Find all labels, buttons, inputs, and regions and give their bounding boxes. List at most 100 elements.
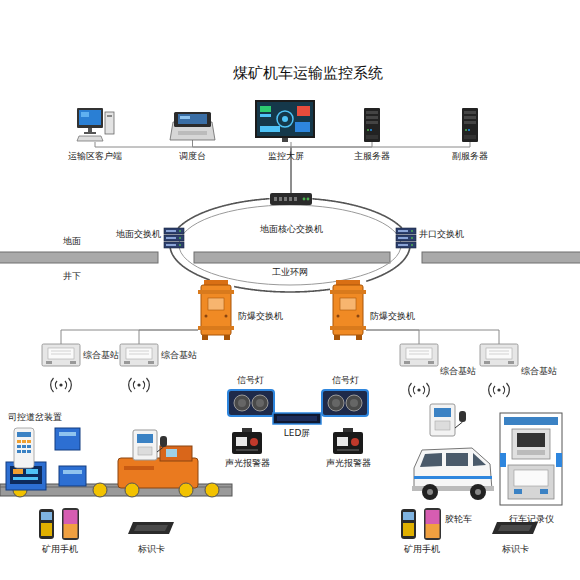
icon-part bbox=[464, 116, 476, 119]
device-icon bbox=[396, 228, 416, 248]
icon-part bbox=[236, 449, 258, 451]
device-node: 标识卡 bbox=[128, 522, 174, 534]
device-label: 监控大屏 bbox=[268, 151, 304, 162]
icon-part bbox=[508, 361, 514, 364]
device-node: 综合基站 bbox=[400, 344, 438, 366]
connector-line bbox=[291, 142, 372, 193]
icon-part bbox=[46, 361, 52, 364]
icon-part bbox=[468, 129, 470, 131]
icon-part bbox=[517, 450, 545, 455]
icon-part bbox=[252, 395, 268, 411]
device-label: 综合基站 bbox=[83, 350, 119, 361]
icon-part bbox=[517, 433, 545, 447]
device-label: 胶轮车 bbox=[445, 514, 472, 525]
icon-part bbox=[351, 438, 359, 446]
icon-part bbox=[282, 138, 288, 142]
icon-part bbox=[403, 523, 414, 536]
device-icon bbox=[42, 344, 80, 366]
icon-part bbox=[297, 106, 310, 116]
icon-part bbox=[198, 290, 234, 294]
icon-part bbox=[81, 112, 89, 117]
onboard-screen bbox=[434, 408, 451, 417]
icon-part bbox=[337, 449, 359, 451]
icon-part bbox=[462, 108, 478, 142]
device-node: 信号灯 bbox=[228, 390, 274, 416]
icon-part bbox=[400, 344, 438, 366]
icon-part bbox=[64, 524, 78, 538]
icon-part bbox=[134, 525, 168, 531]
device-icon bbox=[460, 108, 480, 142]
icon-part bbox=[22, 445, 26, 448]
icon-part bbox=[465, 129, 467, 131]
wireless-symbol bbox=[51, 378, 72, 392]
wireless-symbol bbox=[129, 378, 150, 392]
icon-part bbox=[120, 344, 158, 366]
icon-part bbox=[489, 351, 509, 352]
device-label: 副服务器 bbox=[452, 151, 488, 162]
icon-part bbox=[284, 197, 287, 201]
device-icon bbox=[400, 344, 438, 366]
connector-line bbox=[312, 199, 401, 228]
device-node: 矿用手机 bbox=[400, 508, 444, 540]
device-icon bbox=[412, 440, 494, 502]
icon-part bbox=[124, 361, 130, 364]
icon-part bbox=[17, 440, 21, 443]
device-node: 综合基站 bbox=[120, 344, 158, 366]
icon-part bbox=[14, 428, 34, 468]
wireless-symbol bbox=[489, 383, 510, 397]
icon-part bbox=[540, 489, 548, 494]
device-node: 防爆交换机 bbox=[330, 280, 366, 340]
connector-line bbox=[178, 199, 269, 228]
icon-part bbox=[128, 522, 174, 534]
icon-part bbox=[464, 121, 476, 124]
device-node: 综合基站 bbox=[480, 344, 518, 366]
device-label: 标识卡 bbox=[502, 544, 529, 555]
icon-part bbox=[105, 112, 114, 134]
device-icon bbox=[38, 508, 82, 540]
device-node: 运输区客户端 bbox=[75, 108, 115, 142]
icon-part bbox=[51, 351, 71, 352]
icon-part bbox=[512, 429, 550, 459]
rail-wheel bbox=[205, 483, 219, 497]
icon-part bbox=[411, 244, 413, 246]
device-icon bbox=[273, 413, 321, 424]
plain-label: 地面 bbox=[63, 236, 81, 247]
icon-part bbox=[428, 361, 434, 364]
device-icon bbox=[330, 280, 366, 340]
device-icon bbox=[322, 390, 368, 416]
rail-wheel bbox=[93, 483, 107, 497]
connector-line bbox=[291, 142, 470, 193]
icon-part bbox=[27, 440, 31, 443]
icon-part bbox=[10, 466, 42, 484]
icon-part bbox=[409, 351, 429, 352]
icon-part bbox=[225, 315, 228, 318]
icon-part bbox=[234, 395, 250, 411]
icon-part bbox=[260, 106, 271, 112]
device-node: 副服务器 bbox=[460, 108, 480, 142]
icon-part bbox=[404, 361, 410, 364]
icon-part bbox=[427, 489, 433, 495]
onboard-mic bbox=[459, 411, 466, 422]
icon-part bbox=[401, 509, 416, 539]
locomotive-cab bbox=[160, 446, 192, 461]
icon-part bbox=[250, 438, 258, 446]
icon-part bbox=[274, 197, 277, 201]
icon-part bbox=[129, 351, 149, 352]
icon-part bbox=[27, 450, 31, 453]
icon-part bbox=[337, 437, 348, 446]
device-label: 主服务器 bbox=[354, 151, 390, 162]
icon-part bbox=[498, 525, 532, 531]
icon-part bbox=[556, 453, 562, 467]
icon-part bbox=[411, 230, 413, 232]
device-node: 行车记录仪 bbox=[500, 413, 562, 505]
icon-part bbox=[270, 193, 312, 205]
device-icon bbox=[164, 228, 184, 248]
device-label: 调度台 bbox=[179, 151, 206, 162]
icon-part bbox=[514, 470, 548, 486]
device-icon bbox=[333, 428, 363, 454]
connector-line bbox=[170, 248, 209, 280]
device-label: 运输区客户端 bbox=[68, 151, 122, 162]
icon-part bbox=[88, 128, 92, 132]
icon-part bbox=[107, 115, 112, 117]
